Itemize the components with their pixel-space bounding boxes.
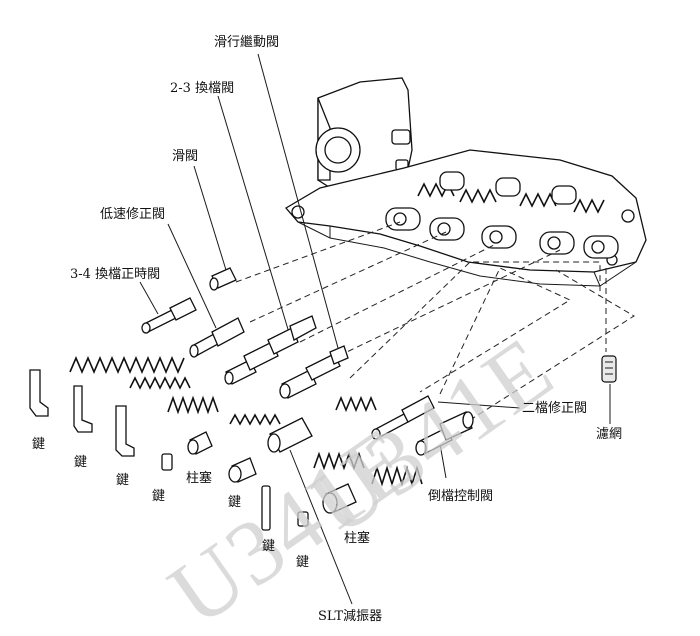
label-plunger-1: 柱塞 (186, 471, 213, 486)
valve-body-casting (285, 77, 647, 287)
label-key-4: 鍵 (152, 489, 166, 504)
low-speed-modifier-part (189, 317, 245, 358)
second-modifier-part (371, 395, 435, 440)
timing-valve-3-4-part (141, 297, 197, 334)
shift-valve-2-3-part (224, 315, 317, 385)
leader-lines (139, 53, 611, 605)
keys (29, 369, 309, 531)
label-slide-valve: 滑閥 (172, 149, 199, 164)
label-key-1: 鍵 (32, 437, 46, 452)
label-timing-valve-3-4: 3-4 換檔正時閥 (70, 267, 161, 282)
plungers (187, 431, 357, 514)
label-slt-damper: SLT減振器 (318, 609, 383, 624)
slt-damper-part (267, 417, 313, 453)
strainer-part (601, 355, 617, 383)
label-plunger-2: 柱塞 (344, 531, 371, 546)
assembly-dashed-lines (235, 221, 635, 421)
label-key-3: 鍵 (116, 473, 130, 488)
label-key-6: 鍵 (262, 539, 276, 554)
slide-valve-part (209, 267, 237, 291)
label-second-modifier: 二檔修正閥 (522, 401, 588, 416)
label-key-2: 鍵 (74, 455, 88, 470)
valve-bores (385, 171, 619, 259)
label-shift-valve-2-3: 2-3 換檔閥 (170, 81, 235, 96)
label-strainer: 濾網 (596, 427, 623, 442)
label-key-7: 鍵 (296, 555, 310, 570)
slide-shift-valve-part (279, 345, 349, 399)
label-low-speed-modifier: 低速修正閥 (100, 207, 166, 222)
label-reverse-control: 倒檔控制閥 (428, 489, 494, 504)
reverse-control-part (415, 411, 474, 456)
label-slide-shift-valve: 滑行繼動閥 (214, 35, 280, 50)
springs (69, 355, 423, 487)
label-key-5: 鍵 (228, 495, 242, 510)
